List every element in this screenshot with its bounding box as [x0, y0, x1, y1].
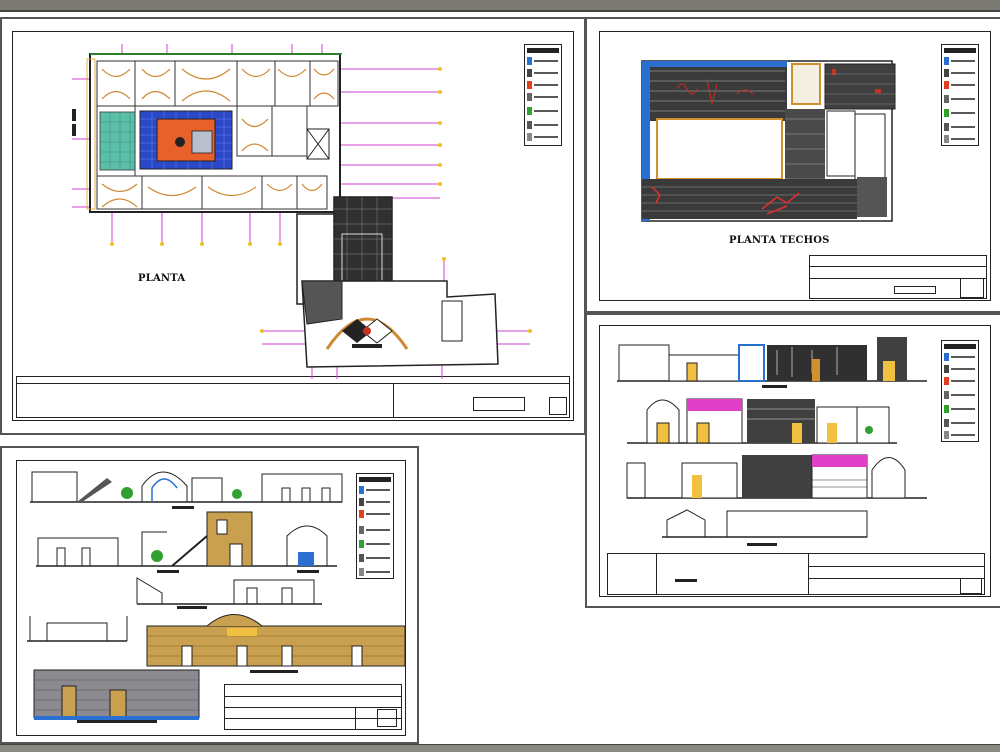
sheet-elevaciones-frame	[599, 325, 991, 597]
window-bottom-bar	[0, 744, 1000, 752]
sheet-planta-techos[interactable]: PLANTA TECHOS	[585, 17, 1000, 313]
legend-box	[941, 44, 979, 146]
title-block	[809, 255, 987, 299]
legend-swatches	[527, 48, 559, 141]
planta-label: PLANTA	[138, 273, 186, 284]
title-block	[224, 684, 402, 730]
title-block	[16, 376, 570, 418]
legend-swatches	[944, 344, 976, 439]
window-top-bar	[0, 0, 1000, 12]
sheet-cortes[interactable]	[0, 446, 419, 744]
legend-box	[941, 340, 979, 442]
sheet-planta[interactable]: PLANTA	[0, 17, 586, 435]
sheet-techos-frame	[599, 31, 991, 301]
sections-drawing	[27, 471, 406, 723]
title-block	[607, 553, 985, 595]
floor-plan-drawing	[72, 44, 532, 379]
planta-techos-label: PLANTA TECHOS	[729, 235, 830, 246]
legend-swatches	[359, 477, 391, 576]
sheet-elevaciones[interactable]	[585, 313, 1000, 608]
sheet-planta-frame	[12, 31, 574, 421]
elevations-drawing	[617, 337, 927, 582]
sheet-cortes-frame	[16, 460, 406, 736]
legend-box	[356, 473, 394, 579]
legend-box	[524, 44, 562, 146]
legend-swatches	[944, 48, 976, 143]
roof-plan-drawing	[641, 60, 896, 222]
